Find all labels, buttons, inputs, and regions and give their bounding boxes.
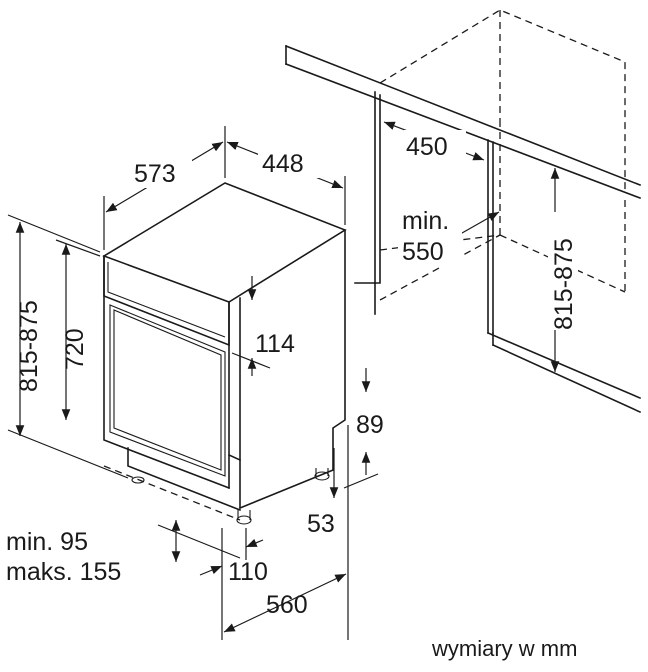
control-panel-inner xyxy=(107,262,226,338)
foot-left xyxy=(131,476,145,484)
dim-110-line-b xyxy=(245,538,264,548)
dim-560-line xyxy=(223,573,347,633)
kitchen-niche xyxy=(284,9,642,414)
dishwasher-top xyxy=(102,182,347,303)
upper-cabinet-outline xyxy=(379,9,626,192)
label-550: 550 xyxy=(402,238,444,266)
niche-left-wall xyxy=(374,91,381,284)
dishwasher-back xyxy=(332,229,346,471)
dishwasher xyxy=(102,182,347,525)
label-448: 448 xyxy=(262,150,304,178)
label-plinth-min: min. 95 xyxy=(6,528,88,556)
foot-front-left xyxy=(127,447,242,512)
countertop-top-edge xyxy=(284,44,642,187)
label-573: 573 xyxy=(134,160,176,188)
dishwasher-front xyxy=(103,255,231,490)
door-inner-outline xyxy=(113,309,222,471)
foot-right xyxy=(314,471,330,481)
label-89: 89 xyxy=(356,411,384,439)
label-plinth-max: maks. 155 xyxy=(6,558,121,586)
dishwasher-side-bottom xyxy=(238,468,335,510)
label-niche-min: min. xyxy=(402,207,449,235)
label-560: 560 xyxy=(266,591,308,619)
right-cabinet-plinth xyxy=(491,343,642,414)
dim-110-line-a xyxy=(199,565,223,576)
dim-720-ext xyxy=(55,239,101,257)
niche-floor-back xyxy=(379,234,501,301)
label-110: 110 xyxy=(228,558,268,586)
niche-back-floor xyxy=(499,234,626,293)
door-outline xyxy=(109,304,226,477)
dim-89-ext-bot xyxy=(343,473,379,489)
label-720: 720 xyxy=(61,328,89,370)
dimension-labels: 573 448 815-875 720 114 89 53 min. 95 ma… xyxy=(6,130,578,661)
dim-left-height-ext-bot xyxy=(7,429,129,479)
plinth-step xyxy=(227,453,242,462)
dimension-lines xyxy=(7,126,379,640)
right-cabinet-floor xyxy=(486,331,642,400)
dim-114-ext xyxy=(231,352,271,369)
label-53: 53 xyxy=(307,510,335,538)
dim-left-height-ext-top xyxy=(7,214,101,253)
caption-units: wymiary w mm xyxy=(431,636,577,661)
foot-front xyxy=(236,515,252,525)
foot-front-stem xyxy=(237,510,251,520)
label-114: 114 xyxy=(255,330,295,358)
label-450: 450 xyxy=(406,133,448,161)
label-left-height: 815-875 xyxy=(15,300,43,392)
floor-projection xyxy=(103,465,241,521)
foot-right-stem xyxy=(315,468,329,476)
dim-plinth-ext xyxy=(157,524,241,559)
dim-550-line xyxy=(454,211,500,238)
label-right-height: 815-875 xyxy=(550,238,578,330)
